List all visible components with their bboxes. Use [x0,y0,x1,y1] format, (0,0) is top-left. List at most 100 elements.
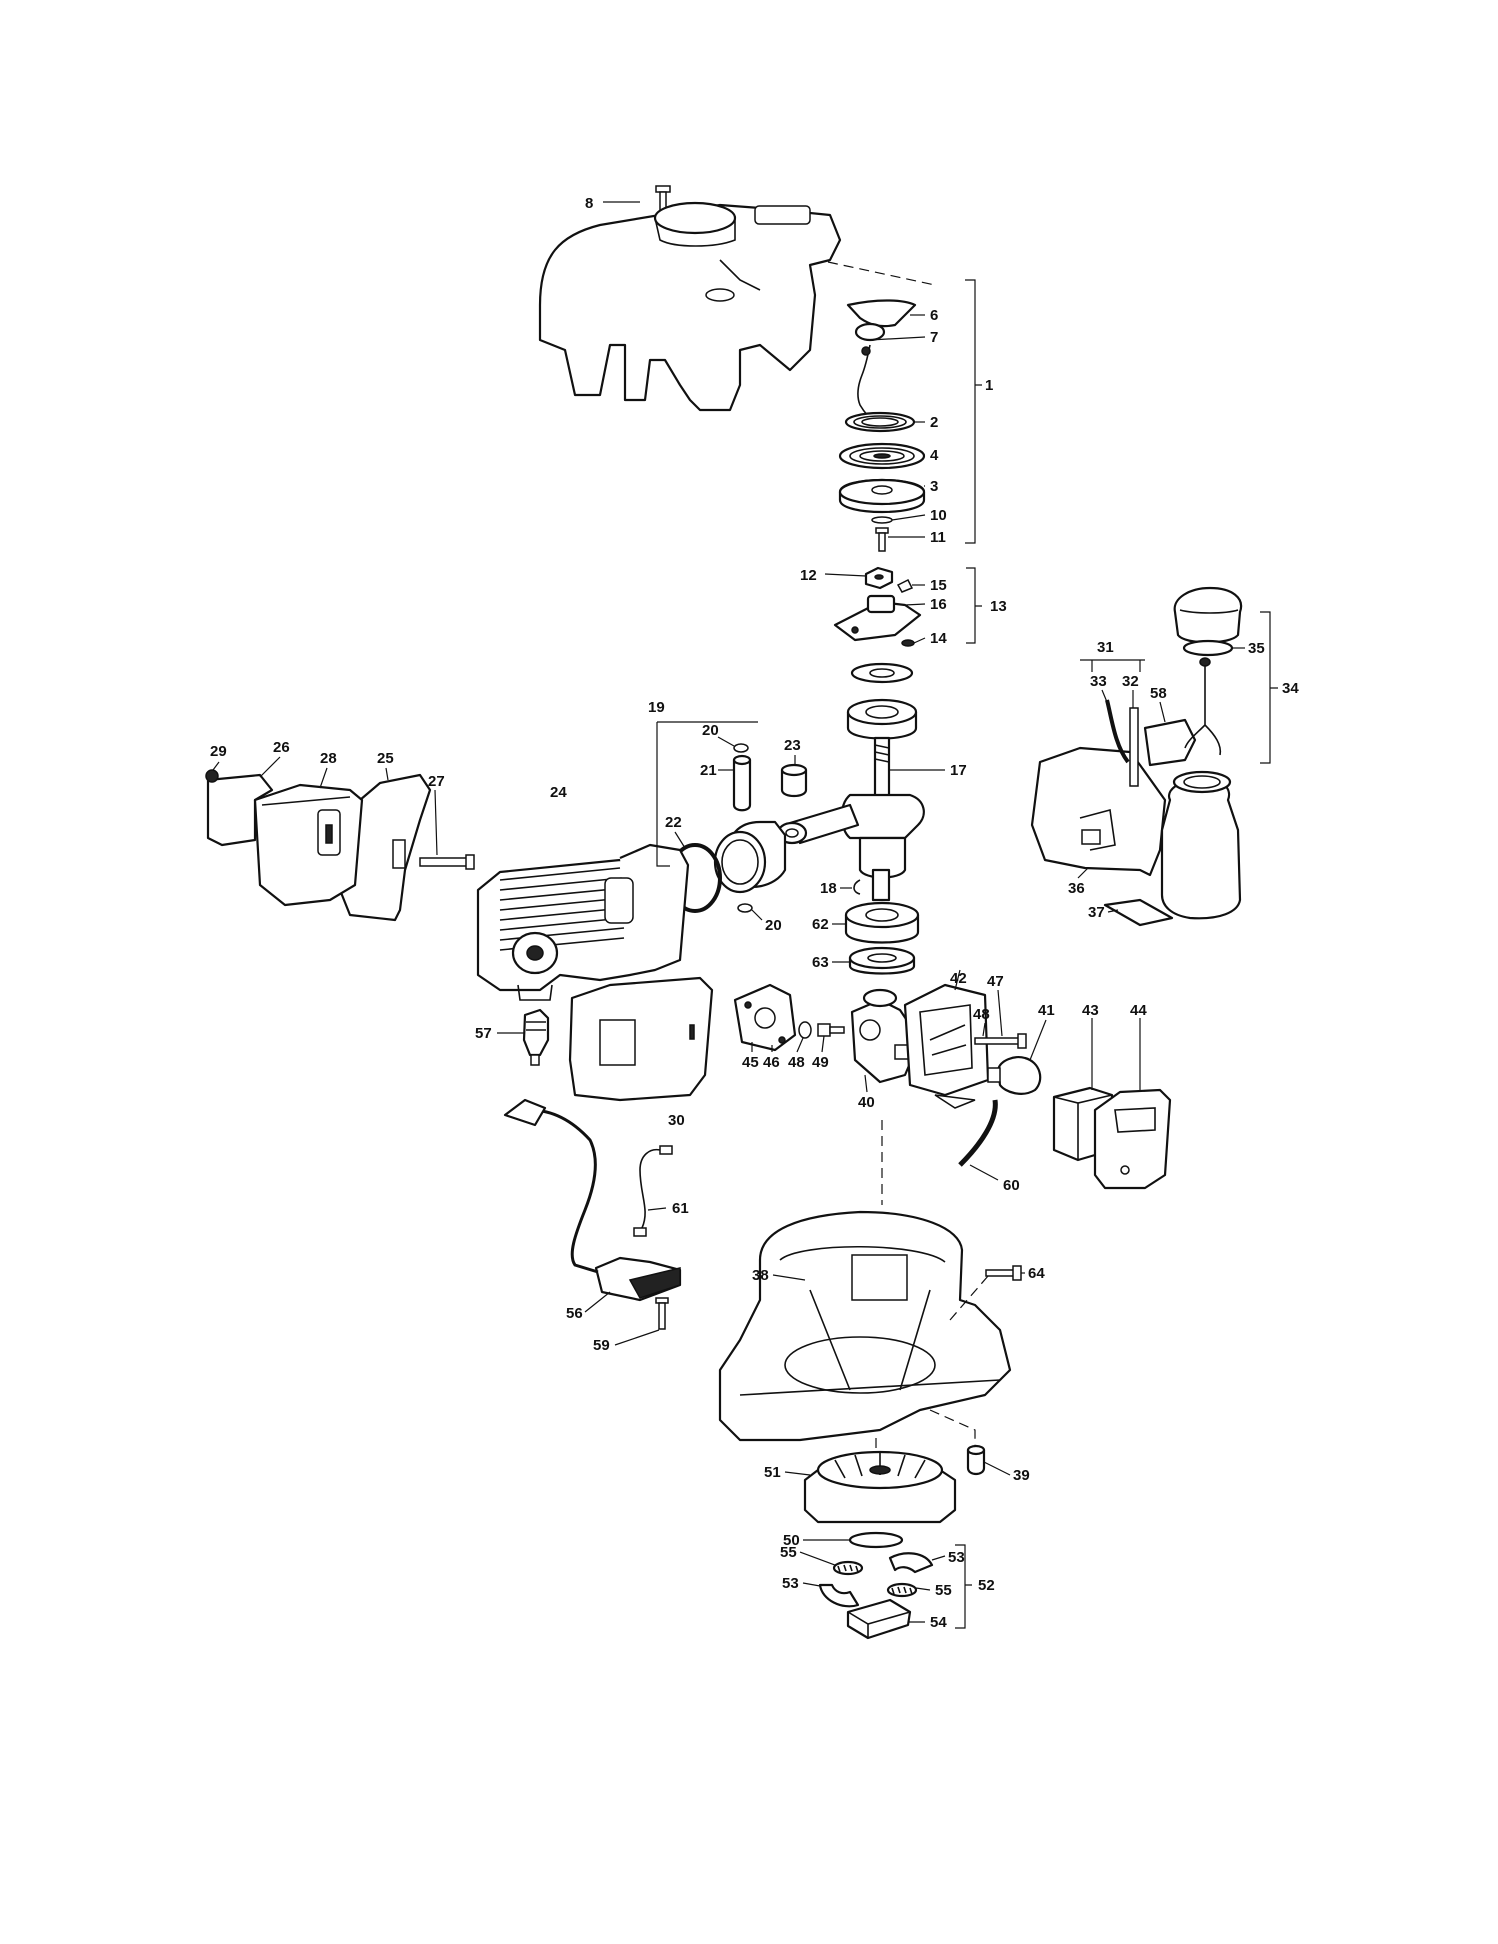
part-fuel-line-60 [958,1099,998,1167]
leader-22 [674,831,686,849]
part-cylinder-24 [476,843,690,1001]
part-spark-plug-57 [522,1008,550,1066]
part-fuel-hose-33 [1105,699,1130,764]
leader-47 [997,989,1003,1037]
callout-41: 41 [1038,1002,1055,1019]
callout-51: 51 [764,1464,781,1481]
leader-7 [869,336,926,341]
leader-36 [1077,867,1089,879]
callout-62: 62 [812,916,829,933]
part-clutch-shoe-53a [888,1552,934,1574]
callout-20a: 20 [702,722,719,739]
callout-57: 57 [475,1025,492,1042]
part-screw-47 [974,1033,1027,1049]
callout-50: 50 [783,1532,800,1549]
part-muffler-bracket-26 [206,773,274,847]
leader-40 [864,1074,868,1093]
part-fuel-hose-32 [1129,707,1139,787]
callout-32: 32 [1122,673,1139,690]
leader-39 [983,1461,1011,1476]
leader-48b [796,1037,804,1053]
callout-33: 33 [1090,673,1107,690]
callout-34: 34 [1282,680,1299,697]
part-key-18 [853,879,861,895]
callout-55b: 55 [935,1582,952,1599]
callout-16: 16 [930,596,947,613]
callout-42: 42 [950,970,967,987]
part-nut-12 [864,566,894,590]
callout-40: 40 [858,1094,875,1111]
callout-7: 7 [930,329,938,346]
callout-28: 28 [320,750,337,767]
callout-61: 61 [672,1200,689,1217]
callout-3: 3 [930,478,938,495]
part-clutch-hub-54 [846,1598,912,1640]
callout-38: 38 [752,1267,769,1284]
callout-44: 44 [1130,1002,1147,1019]
leader-60 [969,1164,999,1181]
part-tank-strap-37 [1103,898,1174,927]
callout-46: 46 [763,1054,780,1071]
part-spring-15 [896,578,914,593]
callout-49: 49 [812,1054,829,1071]
callout-36: 36 [1068,880,1085,897]
part-bearing-top [846,698,918,740]
part-clutch-spring-55a [832,1560,864,1576]
leader-55b [915,1587,931,1591]
callout-24: 24 [550,784,567,801]
callout-58: 58 [1150,685,1167,702]
callout-47: 47 [987,973,1004,990]
callout-17: 17 [950,762,967,779]
callout-27: 27 [428,773,445,790]
callout-43: 43 [1082,1002,1099,1019]
callout-2: 2 [930,414,938,431]
center-line-39 [929,1409,976,1445]
callout-54: 54 [930,1614,947,1631]
callout-20b: 20 [765,917,782,934]
part-screw-64 [985,1265,1022,1281]
part-insulator-45 [733,983,797,1052]
part-crankshaft-17 [776,736,925,902]
callout-48b: 48 [788,1054,805,1071]
part-seal-63 [848,946,916,975]
part-muffler-28 [253,783,364,907]
leader-10 [891,514,926,521]
callout-56: 56 [566,1305,583,1322]
callout-6: 6 [930,307,938,324]
part-primer-bulb-41 [987,1056,1042,1095]
part-carburetor-40 [850,988,922,1084]
callout-23: 23 [784,737,801,754]
callout-53b: 53 [782,1575,799,1592]
part-wire-terminal-b [633,1227,647,1237]
part-spark-plug-wire [529,1108,599,1274]
part-seal-top [850,662,914,684]
leader-56 [584,1291,611,1313]
callout-30: 30 [668,1112,685,1129]
part-starter-handle-6 [846,299,917,342]
part-fuel-tank-36 [1030,746,1167,877]
callout-55a: 55 [780,1544,797,1561]
part-filter-cover-44 [1093,1088,1172,1190]
part-flywheel-51 [803,1450,957,1524]
bracket-1 [965,279,982,544]
leader-12 [824,573,867,577]
callout-21: 21 [700,762,717,779]
part-tank-bracket-58 [1143,718,1197,767]
leader-14 [913,637,926,644]
leader-29 [212,761,220,771]
leader-42 [954,969,961,991]
callout-10: 10 [930,507,947,524]
bracket-13 [966,567,982,644]
leader-55a [799,1551,836,1566]
part-pawl-carrier-16 [833,594,922,642]
part-recoil-spring-2 [844,411,916,433]
part-engine-housing-38 [718,1210,1012,1442]
leader-61 [647,1207,667,1211]
part-piston-pin-21 [732,754,752,812]
callout-31: 31 [1097,639,1114,656]
center-line-cover [827,261,936,286]
part-clutch-spring-55b [886,1582,918,1598]
leader-58 [1159,701,1166,723]
part-starter-pulley-3 [838,478,926,514]
